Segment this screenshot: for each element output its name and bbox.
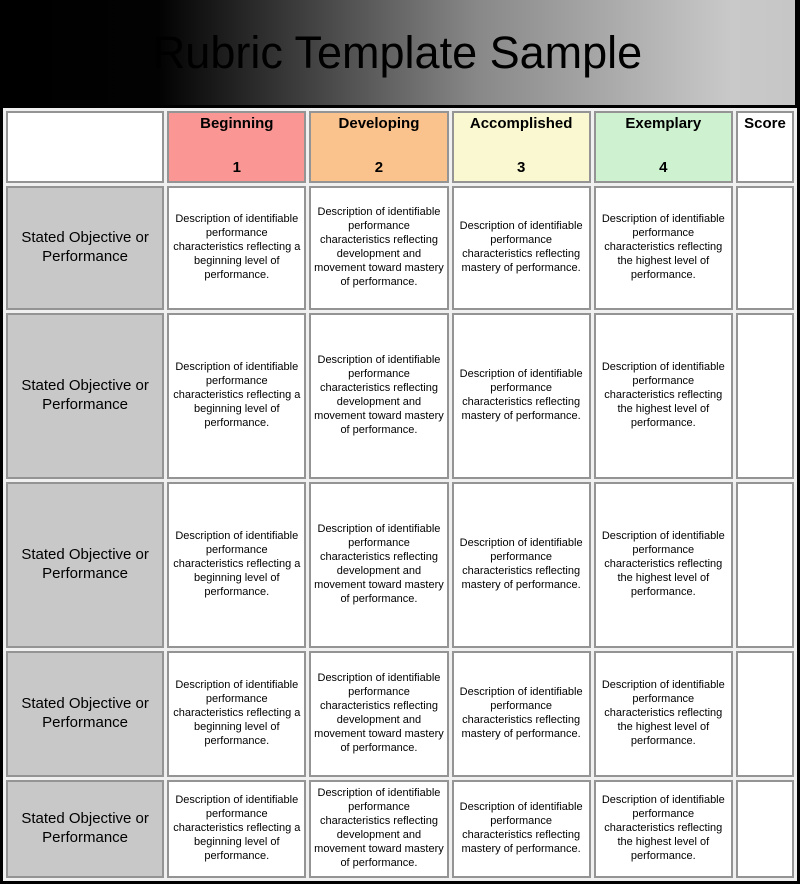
column-label: Exemplary [625,115,702,132]
score-header-label: Score [744,115,786,132]
column-number: 3 [516,158,526,176]
rubric-table: Beginning 1 Developing 2 Accomplished 3 … [0,105,800,884]
description-cell-developing: Description of identifiable performance … [309,651,449,777]
description-cell-developing: Description of identifiable performance … [309,313,449,479]
description-cell-beginning: Description of identifiable performance … [167,651,307,777]
description-cell-exemplary: Description of identifiable performance … [593,651,733,777]
header-row: Beginning 1 Developing 2 Accomplished 3 … [6,111,794,183]
column-number: 4 [659,158,668,176]
column-number: 1 [232,158,241,176]
score-cell [735,780,794,878]
corner-cell [6,111,165,183]
column-header-score: Score [735,111,794,183]
score-cell [735,482,794,648]
description-cell-accomplished: Description of identifiable performance … [451,651,591,777]
column-header-exemplary: Exemplary 4 [593,111,733,183]
description-cell-accomplished: Description of identifiable performance … [451,482,591,648]
rubric-row: Stated Objective or Performance Descript… [6,482,794,648]
column-number: 2 [374,158,384,176]
rubric-row: Stated Objective or Performance Descript… [6,651,794,777]
column-header-beginning: Beginning 1 [167,111,307,183]
column-header-developing: Developing 2 [309,111,449,183]
score-cell [735,186,794,310]
description-cell-exemplary: Description of identifiable performance … [593,186,733,310]
row-label-cell: Stated Objective or Performance [6,186,165,310]
row-label-cell: Stated Objective or Performance [6,482,165,648]
description-cell-developing: Description of identifiable performance … [309,186,449,310]
description-cell-exemplary: Description of identifiable performance … [593,482,733,648]
description-cell-accomplished: Description of identifiable performance … [451,313,591,479]
rubric-row: Stated Objective or Performance Descript… [6,780,794,878]
score-cell [735,313,794,479]
page-title: Rubric Template Sample [152,26,643,78]
column-label: Accomplished [469,115,573,132]
description-cell-exemplary: Description of identifiable performance … [593,780,733,878]
description-cell-developing: Description of identifiable performance … [309,482,449,648]
row-label-cell: Stated Objective or Performance [6,313,165,479]
description-cell-developing: Description of identifiable performance … [309,780,449,878]
row-label-cell: Stated Objective or Performance [6,780,165,878]
column-label: Developing [338,115,420,132]
description-cell-accomplished: Description of identifiable performance … [451,186,591,310]
description-cell-beginning: Description of identifiable performance … [167,482,307,648]
description-cell-beginning: Description of identifiable performance … [167,313,307,479]
description-cell-exemplary: Description of identifiable performance … [593,313,733,479]
description-cell-beginning: Description of identifiable performance … [167,780,307,878]
column-header-accomplished: Accomplished 3 [451,111,591,183]
title-banner: Rubric Template Sample [0,0,800,105]
column-label: Beginning [200,115,274,132]
row-label-cell: Stated Objective or Performance [6,651,165,777]
rubric-row: Stated Objective or Performance Descript… [6,186,794,310]
description-cell-accomplished: Description of identifiable performance … [451,780,591,878]
description-cell-beginning: Description of identifiable performance … [167,186,307,310]
score-cell [735,651,794,777]
rubric-row: Stated Objective or Performance Descript… [6,313,794,479]
